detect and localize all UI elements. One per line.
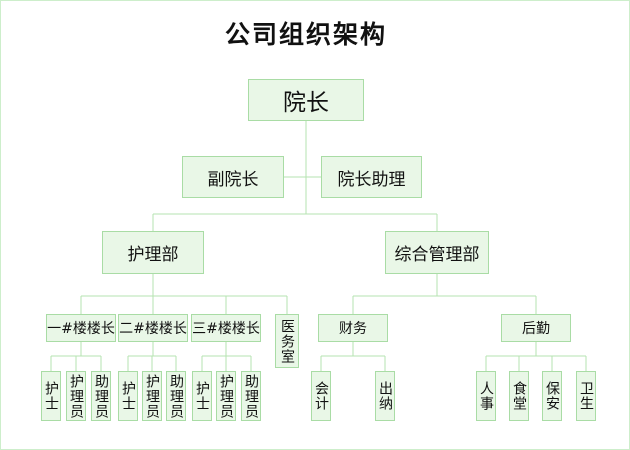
node-label: 护理员 (144, 373, 160, 419)
node-sanitation: 卫生 (576, 371, 596, 421)
node-floor-1-assistant: 助理员 (91, 371, 111, 421)
node-label: 护理员 (68, 373, 84, 419)
node-label: 二#楼楼长 (119, 321, 187, 337)
node-director: 院长 (248, 79, 364, 121)
node-nursing-dept: 护理部 (102, 231, 204, 274)
node-label: 会计 (313, 381, 329, 411)
node-label: 一#楼楼长 (47, 321, 115, 337)
node-cashier: 出纳 (375, 371, 395, 421)
node-label: 三#楼楼长 (192, 321, 260, 337)
node-floor-1-nurse: 护士 (41, 371, 61, 421)
node-label: 助理员 (93, 373, 109, 419)
node-floor-1-head: 一#楼楼长 (46, 314, 116, 342)
node-label: 院长助理 (337, 169, 406, 190)
node-label: 护士 (43, 381, 59, 411)
node-label: 副院长 (207, 169, 259, 190)
node-canteen: 食堂 (509, 371, 529, 421)
node-floor-2-assistant: 助理员 (166, 371, 186, 421)
node-label: 食堂 (511, 381, 527, 411)
node-clinic: 医务室 (275, 314, 299, 368)
node-finance: 财务 (318, 314, 388, 342)
node-label: 院长 (283, 90, 329, 116)
node-label: 护理部 (127, 245, 179, 265)
node-floor-3-nurse: 护士 (192, 371, 212, 421)
node-floor-2-caregiver: 护理员 (142, 371, 162, 421)
node-logistics: 后勤 (501, 314, 571, 342)
node-security: 保安 (542, 371, 562, 421)
node-floor-2-nurse: 护士 (118, 371, 138, 421)
node-floor-1-caregiver: 护理员 (66, 371, 86, 421)
node-personnel: 人事 (476, 371, 496, 421)
node-floor-3-caregiver: 护理员 (216, 371, 236, 421)
node-label: 助理员 (168, 373, 184, 419)
node-deputy-director: 副院长 (182, 156, 284, 198)
node-floor-2-head: 二#楼楼长 (118, 314, 188, 342)
node-label: 护士 (120, 381, 136, 411)
node-general-mgmt-dept: 综合管理部 (385, 231, 489, 274)
node-label: 后勤 (522, 321, 550, 337)
node-label: 出纳 (377, 381, 393, 411)
node-label: 护士 (194, 381, 210, 411)
node-floor-3-assistant: 助理员 (241, 371, 261, 421)
node-label: 护理员 (218, 373, 234, 419)
node-label: 综合管理部 (394, 245, 480, 265)
node-accountant: 会计 (311, 371, 331, 421)
node-label: 助理员 (243, 373, 259, 419)
node-label: 人事 (478, 381, 494, 411)
node-director-assistant: 院长助理 (321, 156, 422, 198)
node-label: 医务室 (279, 318, 295, 364)
node-label: 保安 (544, 381, 560, 411)
chart-title: 公司组织架构 (224, 20, 387, 49)
node-label: 卫生 (578, 381, 594, 411)
node-label: 财务 (339, 321, 367, 337)
node-floor-3-head: 三#楼楼长 (191, 314, 261, 342)
